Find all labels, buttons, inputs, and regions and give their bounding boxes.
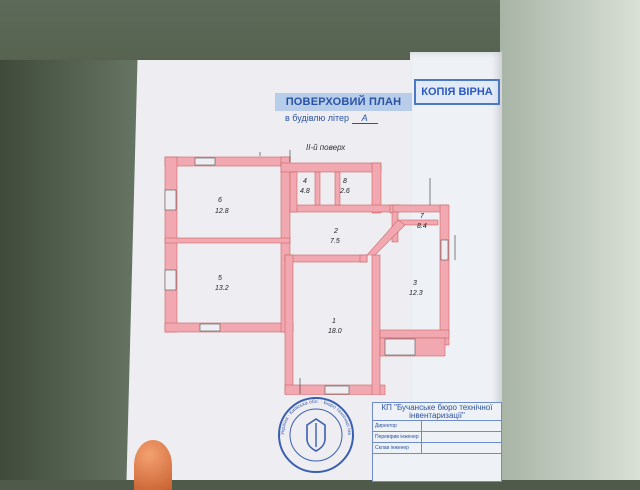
seal-text: Україна · Київська обл. · Бюро технічної… <box>270 395 352 435</box>
room-7-area: 8.4 <box>417 223 427 230</box>
letter-value: А <box>351 113 378 124</box>
copy-verified-stamp: КОПІЯ ВІРНА <box>414 79 500 105</box>
floor-note: ІІ-й поверх <box>306 143 346 152</box>
trident-icon <box>306 418 326 452</box>
room-5-area: 13.2 <box>215 285 229 292</box>
official-seal: Україна · Київська обл. · Бюро технічної… <box>270 395 354 473</box>
room-8-number: 8 <box>343 178 347 185</box>
room-2-number: 2 <box>333 228 338 235</box>
room-4-area: 4.8 <box>300 188 310 195</box>
room-1-area: 18.0 <box>328 328 342 335</box>
org-row: Склав інженер <box>373 443 501 454</box>
room-6-area: 12.8 <box>215 208 229 215</box>
room-2-area: 7.5 <box>330 238 340 245</box>
room-7-number: 7 <box>420 213 425 220</box>
room-6-number: 6 <box>218 197 222 204</box>
background-left <box>0 60 150 480</box>
finger <box>134 440 172 490</box>
organization-block: КП "Бучанське бюро технічної інвентариза… <box>372 402 502 482</box>
org-row: Директор <box>373 421 501 432</box>
room-3-area: 12.3 <box>409 290 423 297</box>
org-row-label: Директор <box>373 421 422 431</box>
background-right <box>500 0 640 480</box>
letter-line: в будівлю літер А <box>285 113 378 124</box>
letter-label: в будівлю літер <box>285 113 350 123</box>
organization-name: КП "Бучанське бюро технічної інвентариза… <box>373 403 501 421</box>
org-row-label: Склав інженер <box>373 443 422 453</box>
room-8-area: 2.6 <box>339 188 350 195</box>
room-4-number: 4 <box>303 178 307 185</box>
room-5-number: 5 <box>218 275 222 282</box>
floor-plan: 6 12.8 5 13.2 4 4.8 8 2.6 2 7.5 7 8.4 3 … <box>164 150 456 395</box>
org-row: Перевірив інженер <box>373 432 501 443</box>
room-1-number: 1 <box>332 318 336 325</box>
svg-text:Україна · Київська обл. · Бюро: Україна · Київська обл. · Бюро технічної… <box>270 395 352 435</box>
room-3-number: 3 <box>413 280 417 287</box>
org-row-label: Перевірив інженер <box>373 432 422 442</box>
plan-title: ПОВЕРХОВИЙ ПЛАН <box>275 93 412 111</box>
